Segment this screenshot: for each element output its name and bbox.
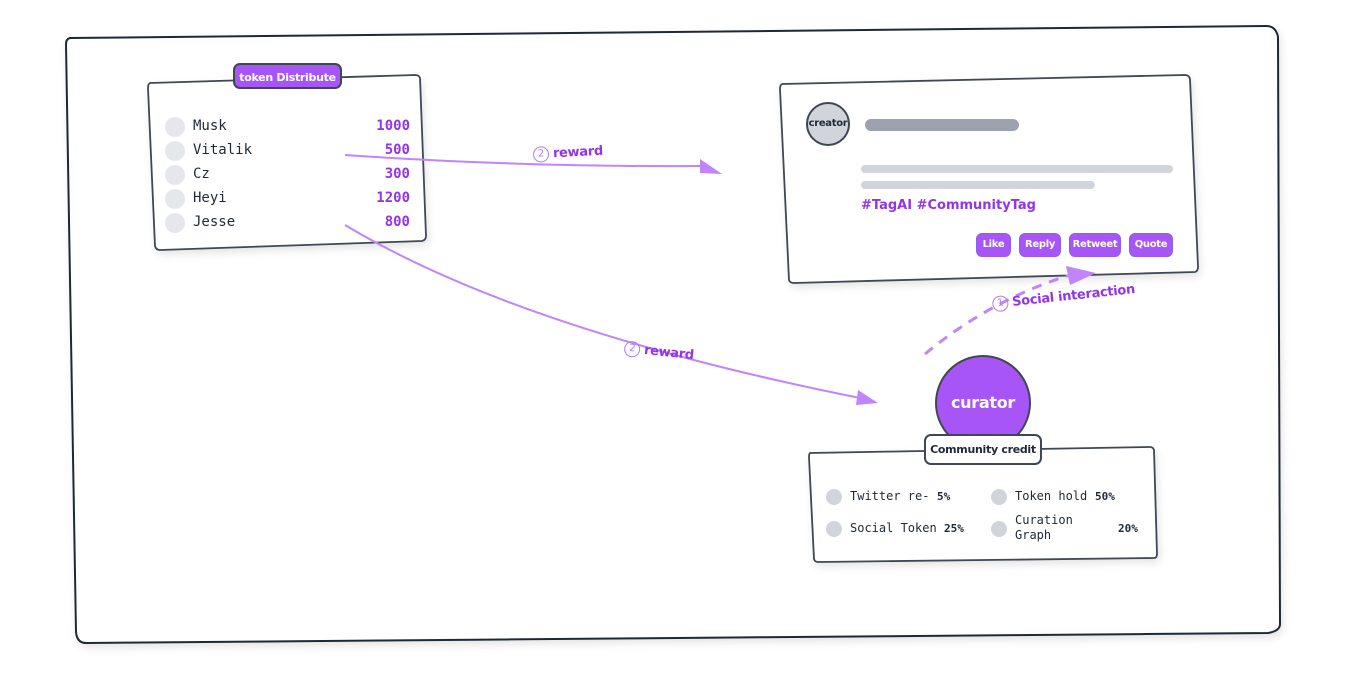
credit-name: Token hold: [1015, 489, 1088, 503]
social-interaction-arrow-head: [1066, 266, 1096, 285]
token-amount: 1000: [376, 118, 410, 134]
reward-arrow-top: [344, 154, 701, 168]
token-amount: 300: [384, 166, 410, 182]
distribute-row: Vitalik 500: [165, 140, 410, 162]
credit-value: 25%: [944, 522, 964, 535]
credit-item: Twitter re- 5%: [826, 489, 956, 521]
credit-dot: [991, 521, 1007, 537]
credit-value: 20%: [1118, 522, 1138, 535]
credit-item: Curation Graph 20%: [991, 513, 1141, 553]
username-placeholder: [865, 119, 1019, 131]
step-number-badge: 2: [623, 340, 641, 358]
token-amount: 1200: [376, 190, 410, 206]
distribute-row: Jesse 800: [165, 212, 410, 234]
retweet-button[interactable]: Retweet: [1069, 233, 1121, 257]
text-line-placeholder: [861, 165, 1173, 173]
step-number-badge: 1: [991, 294, 1010, 313]
user-avatar: [165, 165, 185, 185]
credit-item: Token hold 50%: [991, 489, 1141, 521]
reward-arrow-top-head: [700, 159, 722, 174]
credit-value: 50%: [1095, 490, 1115, 503]
like-button[interactable]: Like: [976, 233, 1011, 257]
edge-label-text: reward: [552, 143, 604, 162]
user-avatar: [165, 213, 185, 233]
credit-value: 5%: [937, 490, 951, 503]
step-number-badge: 2: [532, 146, 550, 163]
user-avatar: [165, 189, 185, 209]
token-amount: 500: [384, 142, 410, 158]
creator-avatar: creator: [806, 102, 850, 146]
user-avatar: [165, 117, 185, 137]
token-distribute-title: token Distribute: [233, 63, 342, 89]
credit-name: Curation Graph: [1015, 513, 1073, 542]
social-interaction-arrow: [924, 273, 1071, 356]
credit-name: Twitter re-: [850, 489, 930, 503]
quote-button[interactable]: Quote: [1129, 233, 1173, 257]
credit-dot: [826, 521, 842, 537]
user-name: Cz: [193, 166, 210, 182]
credit-name: Social Token: [850, 521, 937, 535]
reply-button[interactable]: Reply: [1019, 233, 1061, 257]
community-credit-card: [808, 446, 1158, 563]
user-name: Vitalik: [193, 142, 253, 158]
community-credit-title: Community credit: [924, 434, 1042, 465]
user-name: Heyi: [193, 190, 227, 206]
hashtags: #TagAI #CommunityTag: [861, 198, 1036, 213]
distribute-row: Musk 1000: [165, 116, 410, 138]
reward-arrow-bottom: [344, 224, 861, 399]
token-amount: 800: [384, 214, 410, 230]
credit-dot: [991, 489, 1007, 505]
credit-item: Social Token 25%: [826, 521, 976, 553]
distribute-row: Heyi 1200: [165, 188, 410, 210]
credit-dot: [826, 489, 842, 505]
text-line-placeholder: [861, 181, 1095, 189]
user-avatar: [165, 141, 185, 161]
user-name: Jesse: [193, 214, 236, 230]
distribute-row: Cz 300: [165, 164, 410, 186]
token-distribute-card: [147, 74, 427, 251]
user-name: Musk: [193, 118, 227, 134]
reward-arrow-bottom-head: [856, 390, 878, 405]
